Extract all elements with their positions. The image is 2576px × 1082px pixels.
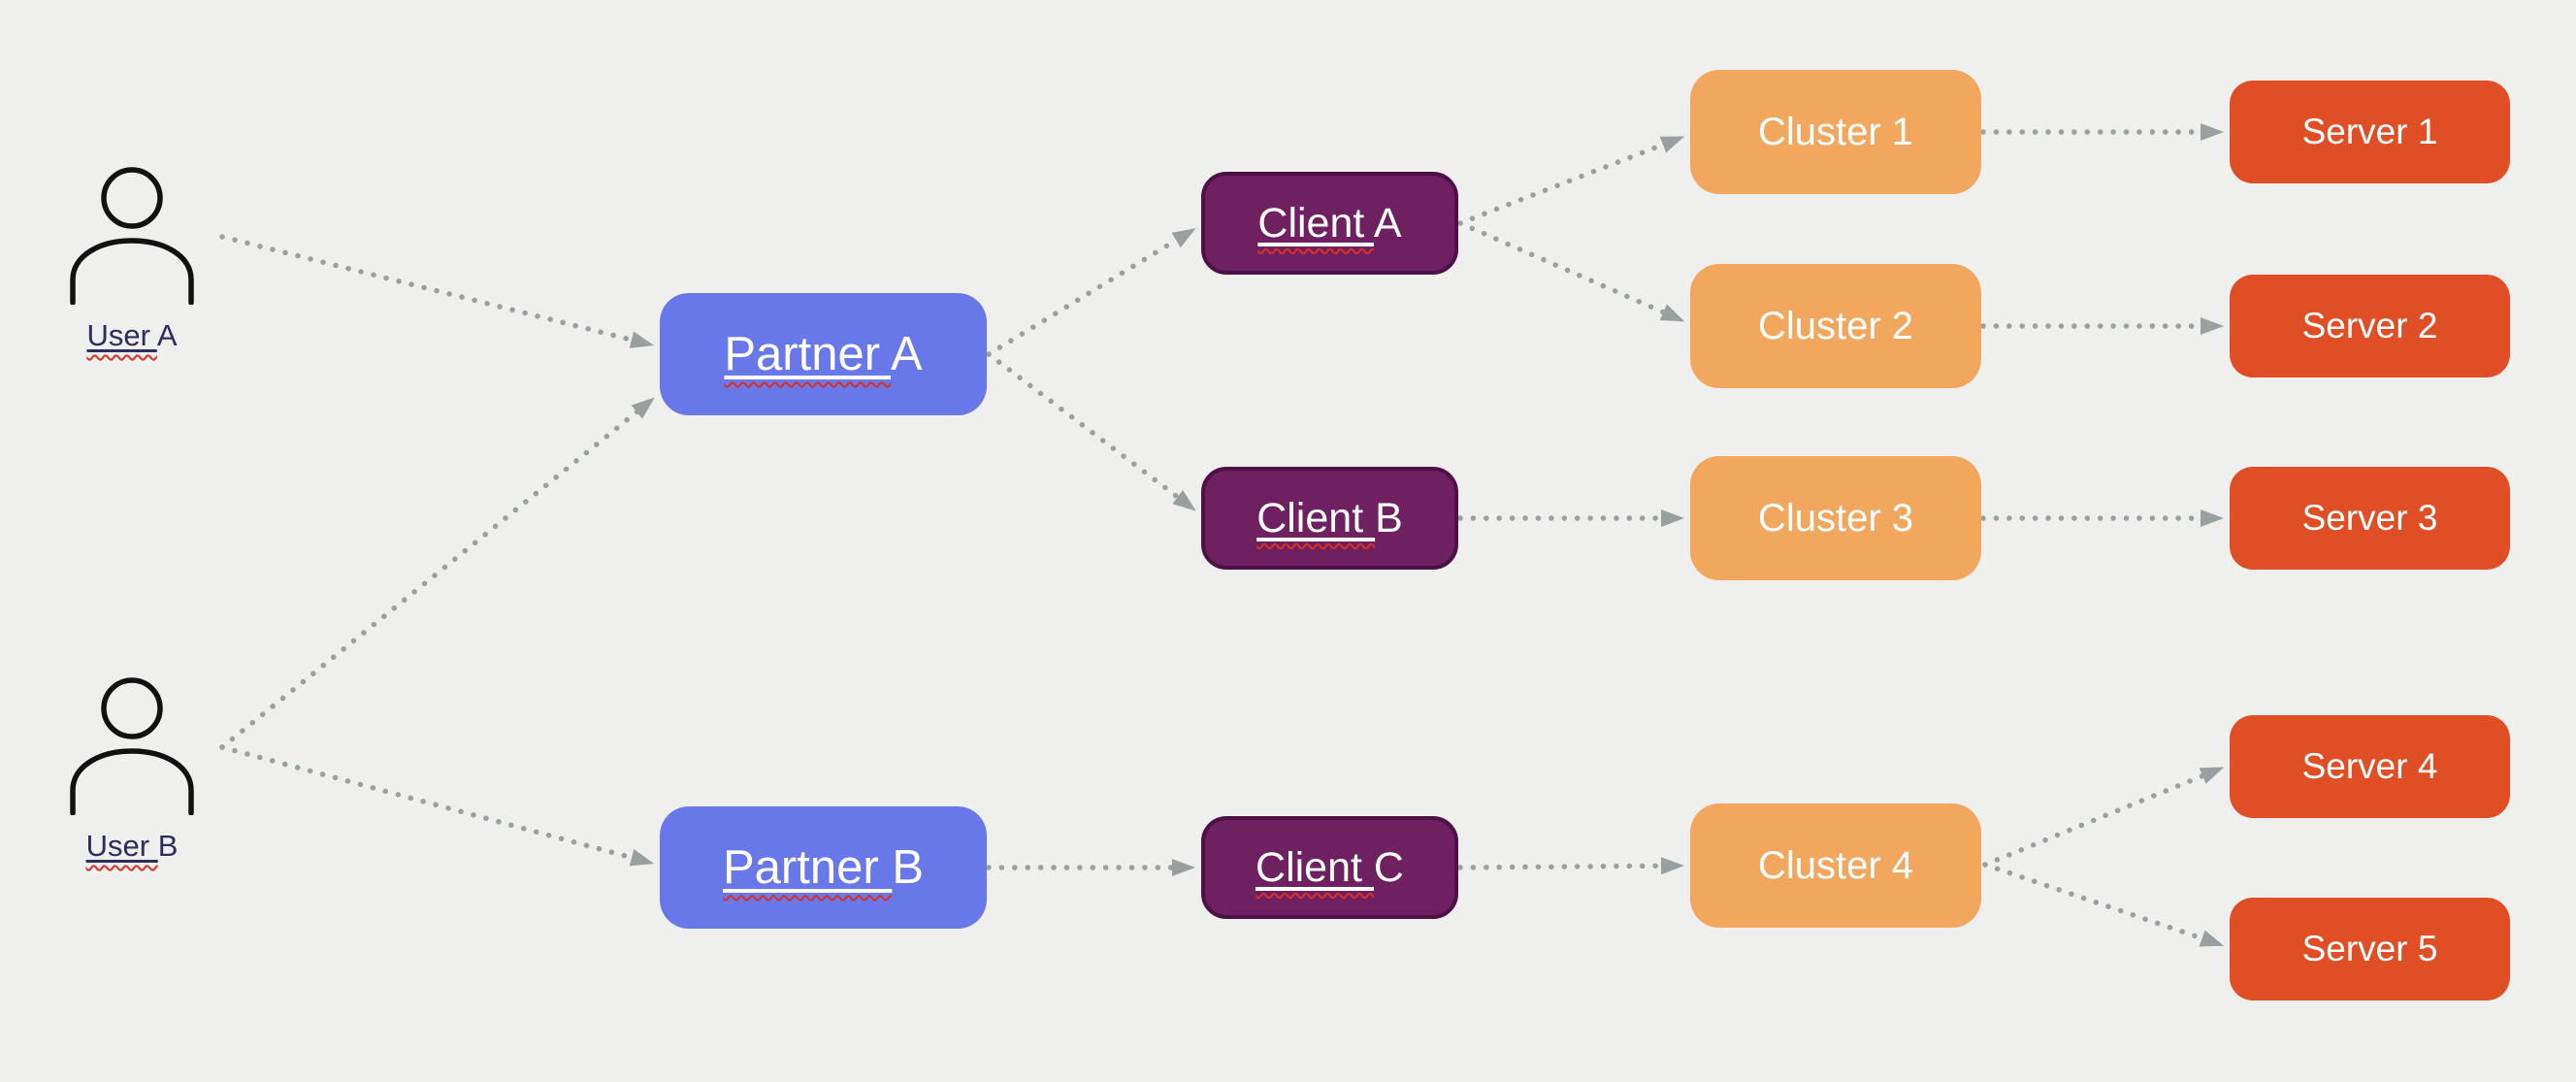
user-b-label: User B [85,829,179,863]
partner-b-label: Partner B [723,841,924,894]
client-b-label: Client B [1256,494,1403,541]
user-a-label: User A [86,318,178,352]
cluster-2-label: Cluster 2 [1757,304,1914,347]
node-user-a[interactable]: User A [58,167,206,353]
edge-user_a-partner_a [219,234,655,348]
edge-user_b-partner_b [219,744,655,867]
node-partner-b[interactable]: Partner B [660,806,987,929]
node-server-5[interactable]: Server 5 [2230,898,2510,1000]
edge-user_b-partner_a [219,397,655,750]
node-server-1[interactable]: Server 1 [2230,81,2510,183]
user-icon [70,677,194,815]
node-cluster-2[interactable]: Cluster 2 [1690,264,1981,388]
client-a-label: Client A [1257,199,1402,246]
client-c-label: Client C [1255,843,1404,891]
node-cluster-3[interactable]: Cluster 3 [1690,456,1981,580]
edge-partner_a-client_b [986,351,1196,511]
cluster-3-label: Cluster 3 [1757,496,1914,540]
node-server-3[interactable]: Server 3 [2230,467,2510,570]
cluster-4-label: Cluster 4 [1757,843,1914,887]
node-client-c[interactable]: Client C [1201,816,1458,919]
edge-cluster_4-server_5 [1982,862,2225,947]
edge-client_a-cluster_1 [1457,136,1685,226]
node-cluster-4[interactable]: Cluster 4 [1690,803,1981,928]
node-user-b[interactable]: User B [58,677,206,864]
user-icon [70,167,194,305]
partner-a-label: Partner A [724,328,923,380]
server-2-label: Server 2 [2301,306,2438,345]
node-partner-a[interactable]: Partner A [660,293,987,415]
edge-client_c-cluster_4 [1457,857,1685,875]
edge-client_a-cluster_2 [1457,220,1685,322]
server-4-label: Server 4 [2301,746,2438,786]
server-3-label: Server 3 [2301,498,2438,538]
server-1-label: Server 1 [2301,112,2438,151]
node-client-a[interactable]: Client A [1201,172,1458,275]
node-client-b[interactable]: Client B [1201,467,1458,570]
node-server-2[interactable]: Server 2 [2230,275,2510,377]
node-server-4[interactable]: Server 4 [2230,715,2510,818]
edge-cluster_4-server_4 [1982,767,2225,868]
edge-partner_a-client_a [986,228,1196,357]
cluster-1-label: Cluster 1 [1757,110,1914,153]
node-cluster-1[interactable]: Cluster 1 [1690,70,1981,194]
server-5-label: Server 5 [2301,929,2438,968]
